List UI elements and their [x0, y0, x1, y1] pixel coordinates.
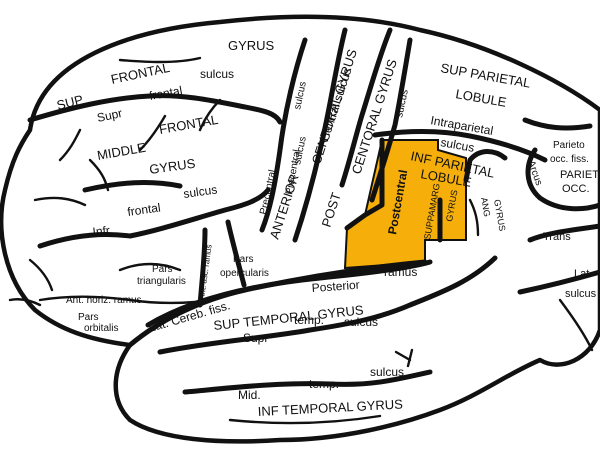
label-sulcus-frontal-lower: sulcus [182, 182, 218, 201]
inferior-frontal-sulcus [37, 187, 271, 249]
anterior-horizontal-ramus [38, 295, 197, 305]
orbital-line [28, 258, 54, 292]
label-ramus: ramus [384, 265, 417, 279]
orbital-line-2 [8, 298, 42, 307]
label-frontal-lower: frontal [126, 200, 161, 219]
middle-temporal-sulcus [182, 369, 433, 395]
parieto-occipital-fissure [522, 117, 593, 131]
label-lat-right: Lat. [574, 268, 592, 280]
label-supr-temp: Supr [243, 331, 268, 345]
label-sup: SUP [55, 92, 85, 113]
temporal-minor-sulcus [394, 348, 414, 368]
label-mid-temp: Mid. [238, 388, 261, 402]
label-ang: ANG [479, 197, 492, 218]
temporal-base-line [228, 414, 382, 425]
anterior-ascending-ramus [197, 227, 208, 308]
frontal-minor-sulcus-6 [118, 56, 202, 64]
label-ant-horiz-ramus: Ant. horiz. ramus [66, 295, 142, 306]
label-temp-lower: temp. [309, 377, 339, 391]
frontal-minor-sulcus-3 [198, 98, 222, 132]
label-pars-triangularis: Pars [152, 264, 173, 275]
label-sulcus-right: sulcus [565, 288, 597, 300]
label-frontal-supr: frontal [148, 83, 183, 103]
label-orbitalis: orbitalis [84, 323, 118, 334]
middle-frontal-line [82, 180, 183, 193]
label-pars-opercularis: Pars [233, 254, 254, 265]
precentral-sulcus [259, 37, 308, 233]
label-opercularis: opercularis [220, 268, 269, 279]
frontal-minor-sulcus-4 [33, 196, 87, 207]
postcentral-sulcus-upper [339, 27, 393, 188]
label-posterior: Posterior [311, 278, 360, 295]
transverse-occipital [527, 223, 600, 243]
label-infr: Infr [92, 223, 111, 239]
label-gyrus-middle: GYRUS [148, 156, 196, 177]
frontal-minor-sulcus-5 [88, 158, 110, 192]
inferior-postcentral-sulcus [344, 137, 385, 231]
pars-opercularis-border [225, 219, 247, 288]
label-occ: OCC. [562, 183, 590, 195]
central-sulcus [292, 27, 348, 243]
label-supr: Supr [96, 106, 124, 125]
label-temp-upper: temp. [294, 313, 324, 327]
label-triangularis: triangularis [137, 276, 186, 287]
label-occ-fiss: occ. fiss. [550, 154, 589, 165]
arcus-boundary [525, 147, 600, 212]
label-sulcus-intraparietal: sulcus [439, 135, 475, 155]
supramarginal-boundary [437, 149, 508, 243]
superior-frontal-sulcus [27, 93, 283, 125]
intraparietal-sulcus [372, 128, 548, 163]
label-sulcus-sup-frontal: sulcus [200, 67, 234, 81]
lateral-cerebral-fissure [145, 259, 433, 328]
frontal-minor-sulcus-1 [58, 128, 82, 162]
label-pars-orbitalis: Pars [78, 312, 99, 323]
label-sup-frontal-gyrus: GYRUS [228, 38, 275, 53]
lateral-occipital [517, 269, 600, 295]
occipital-minor [558, 298, 594, 352]
pars-triangularis-line [118, 262, 182, 272]
superior-temporal-sulcus [157, 255, 498, 355]
label-parieto-occ-fiss: Parieto [553, 140, 585, 151]
label-trans: Trans [543, 231, 571, 243]
frontal-minor-sulcus-2 [138, 114, 167, 152]
label-sulcus-temp-upper: sulcus [344, 315, 378, 329]
angular-sulcus [468, 198, 480, 237]
label-sulcus-temp-lower: sulcus [370, 365, 404, 379]
